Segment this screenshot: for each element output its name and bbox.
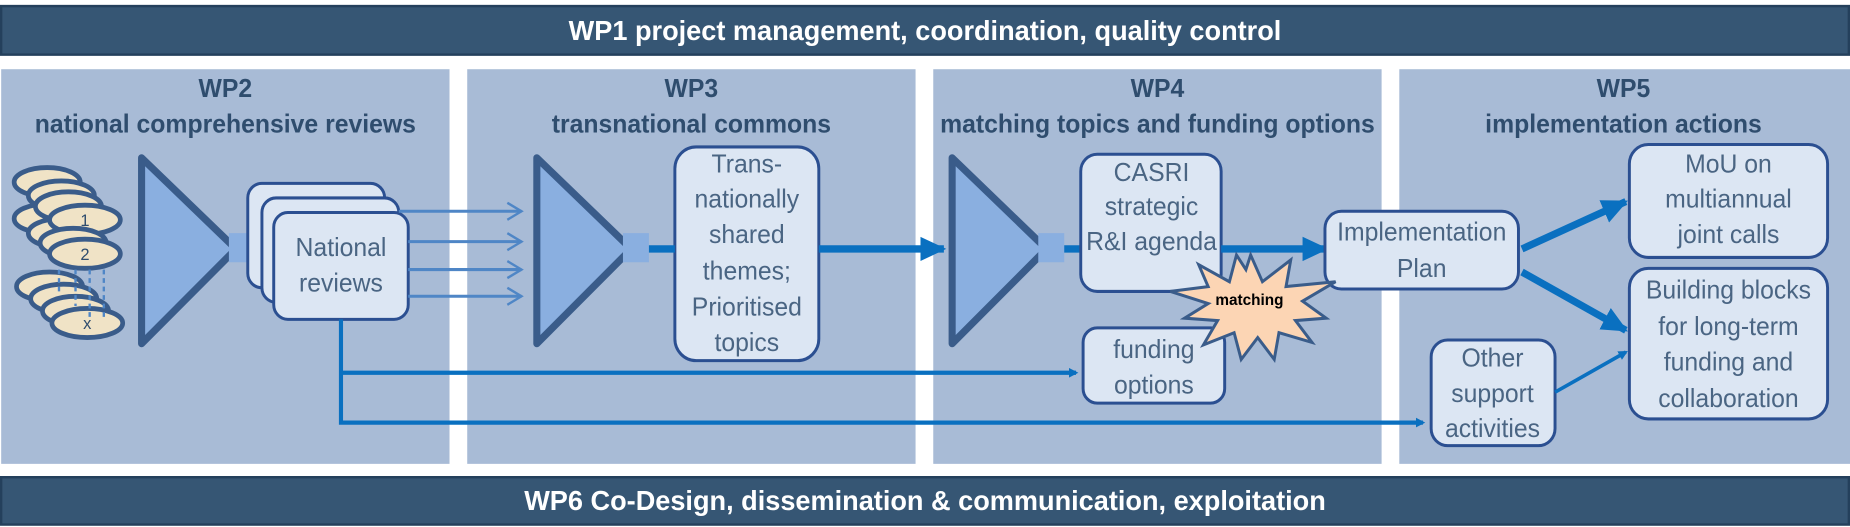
disk-label-x: x [83,314,92,333]
national-reviews-line-1: National [296,234,387,262]
casri-line-1: CASRI [1114,159,1190,187]
plan-to-building-arrow [1520,268,1628,334]
transnational-line-6: topics [714,329,779,357]
panel-wp2-id: WP2 [199,75,253,103]
other-line-3: activities [1445,415,1540,443]
transnational-line-3: shared [709,221,785,249]
national-reviews-line-2: reviews [299,269,383,297]
panel-wp5-subtitle: implementation actions [1485,110,1762,138]
mou-box [1627,142,1830,259]
funnel-icon [138,154,251,348]
other-line-2: support [1451,380,1534,408]
matching-label: matching [1215,292,1283,309]
top-band-label: WP1 project management, coordination, qu… [569,15,1282,46]
other-support-box [1429,338,1557,448]
disk-label-2: 2 [80,245,89,264]
transnational-line-2: nationally [695,185,800,213]
implementation-plan-box [1323,209,1520,291]
document-stack-icon [11,165,126,340]
mou-line-2: multiannual [1665,185,1792,213]
bottom-band: WP6 Co-Design, dissemination & communica… [0,475,1850,526]
review-arrows [398,201,524,306]
panel-wp3-id: WP3 [665,75,719,103]
transnational-line-5: Prioritised [692,293,802,321]
review-connectors [338,319,1426,428]
funding-line-1: funding [1113,336,1194,364]
panel-wp3-subtitle: transnational commons [552,110,831,138]
building-line-3: funding and [1664,348,1793,376]
other-to-building-arrow [1554,350,1628,394]
national-reviews-stack [246,181,410,321]
bottom-band-label: WP6 Co-Design, dissemination & communica… [524,485,1326,516]
disk-label-1: 1 [80,211,89,230]
plan-to-mou-arrow [1520,198,1628,253]
funnel-icon [533,154,649,348]
building-line-1: Building blocks [1646,276,1811,304]
implementation-line-1: Implementation [1337,218,1506,246]
starburst-icon [1169,250,1337,364]
transnational-line-1: Trans- [712,150,783,178]
building-line-4: collaboration [1658,384,1798,412]
mou-line-3: joint calls [1677,221,1780,249]
implementation-line-2: Plan [1397,255,1447,283]
top-band: WP1 project management, coordination, qu… [0,4,1850,56]
mou-line-1: MoU on [1685,150,1772,178]
other-line-1: Other [1462,344,1524,372]
panel-wp4-subtitle: matching topics and funding options [940,110,1375,138]
funding-options-box [1081,326,1227,405]
casri-agenda-box [1079,152,1223,293]
casri-line-3: R&I agenda [1086,228,1217,256]
panel-wp4-id: WP4 [1131,75,1185,103]
transnational-line-4: themes; [703,257,791,285]
funding-line-2: options [1114,371,1194,399]
panel-wp2-subtitle: national comprehensive reviews [35,110,416,138]
transnational-themes-box [673,145,821,363]
building-blocks-box [1627,266,1830,421]
casri-line-2: strategic [1105,193,1199,221]
building-line-2: for long-term [1658,313,1798,341]
panel-wp5-id: WP5 [1597,75,1651,103]
funnel-icon [948,154,1065,348]
